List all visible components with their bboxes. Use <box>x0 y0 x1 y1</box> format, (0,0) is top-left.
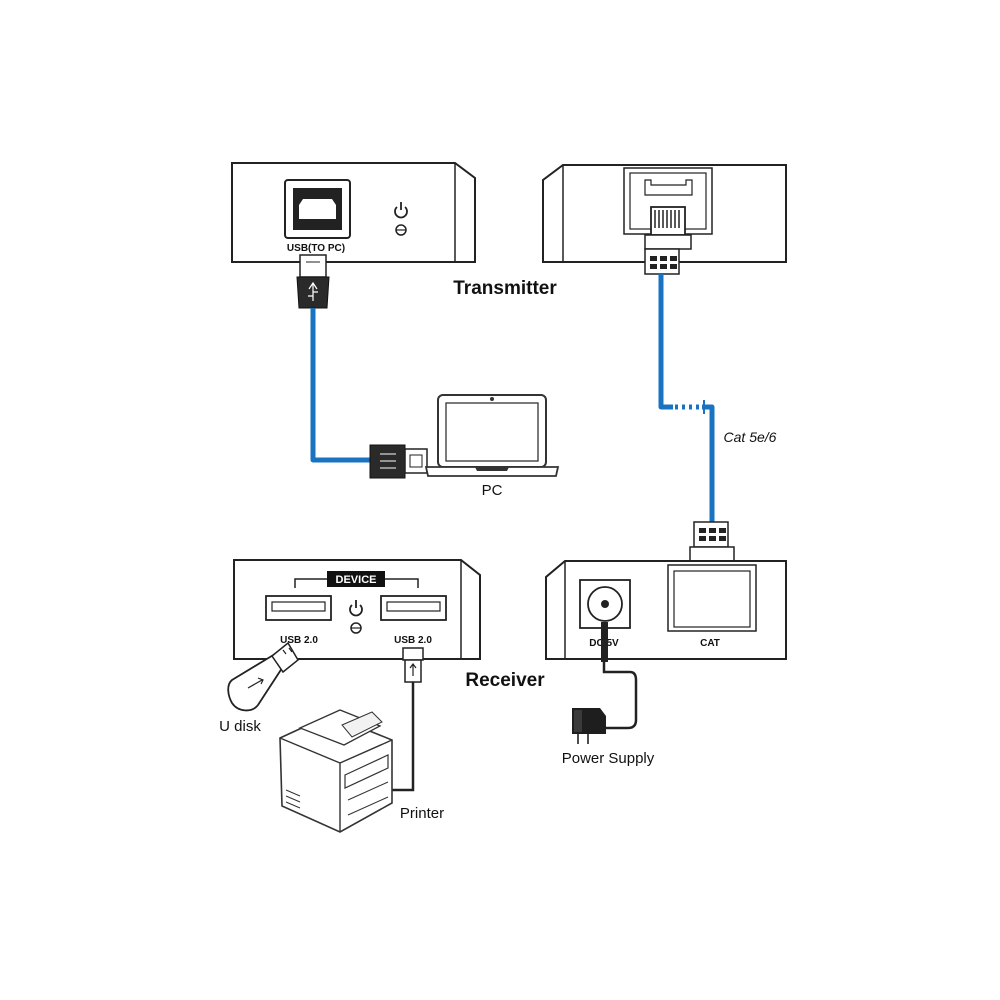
usb-2-0-left-label: USB 2.0 <box>280 635 318 646</box>
transmitter-title: Transmitter <box>453 278 557 299</box>
u-disk-label: U disk <box>219 718 261 735</box>
usb-b-port <box>284 179 351 239</box>
usb-a-plug <box>369 444 428 479</box>
power-icon <box>394 202 408 219</box>
receiver-rj45-unit: DC 5V CAT <box>545 560 787 660</box>
receiver-title: Receiver <box>465 670 545 691</box>
pc-label: PC <box>482 482 503 499</box>
usb-status-icon <box>395 224 407 236</box>
receiver-usb-unit: DEVICE USB 2.0 USB 2.0 <box>233 559 481 660</box>
rj45-jack <box>623 167 713 235</box>
power-icon <box>349 600 363 617</box>
usb-to-pc-label: USB(TO PC) <box>287 243 345 254</box>
cat-label: CAT <box>700 638 720 649</box>
power-supply-label: Power Supply <box>562 750 655 767</box>
usb-a-port-right <box>380 595 447 621</box>
usb-2-0-right-label: USB 2.0 <box>394 635 432 646</box>
device-label: DEVICE <box>336 574 377 586</box>
printer-usb-cable <box>388 647 424 792</box>
cat-jack <box>667 564 757 632</box>
dc-power-jack <box>579 579 631 629</box>
printer <box>279 709 393 833</box>
usb-a-port-left <box>265 595 332 621</box>
cat-cable <box>658 274 715 522</box>
rj45-plug-transmitter <box>644 206 692 275</box>
u-disk <box>227 641 299 712</box>
usb-status-icon <box>350 622 362 634</box>
laptop-pc <box>424 394 560 477</box>
transmitter-usb-unit: USB(TO PC) <box>231 162 476 263</box>
power-supply <box>572 622 638 744</box>
usb-cable <box>310 308 372 463</box>
cable-label: Cat 5e/6 <box>724 429 777 445</box>
printer-label: Printer <box>400 805 444 822</box>
usb-b-plug <box>296 254 330 309</box>
